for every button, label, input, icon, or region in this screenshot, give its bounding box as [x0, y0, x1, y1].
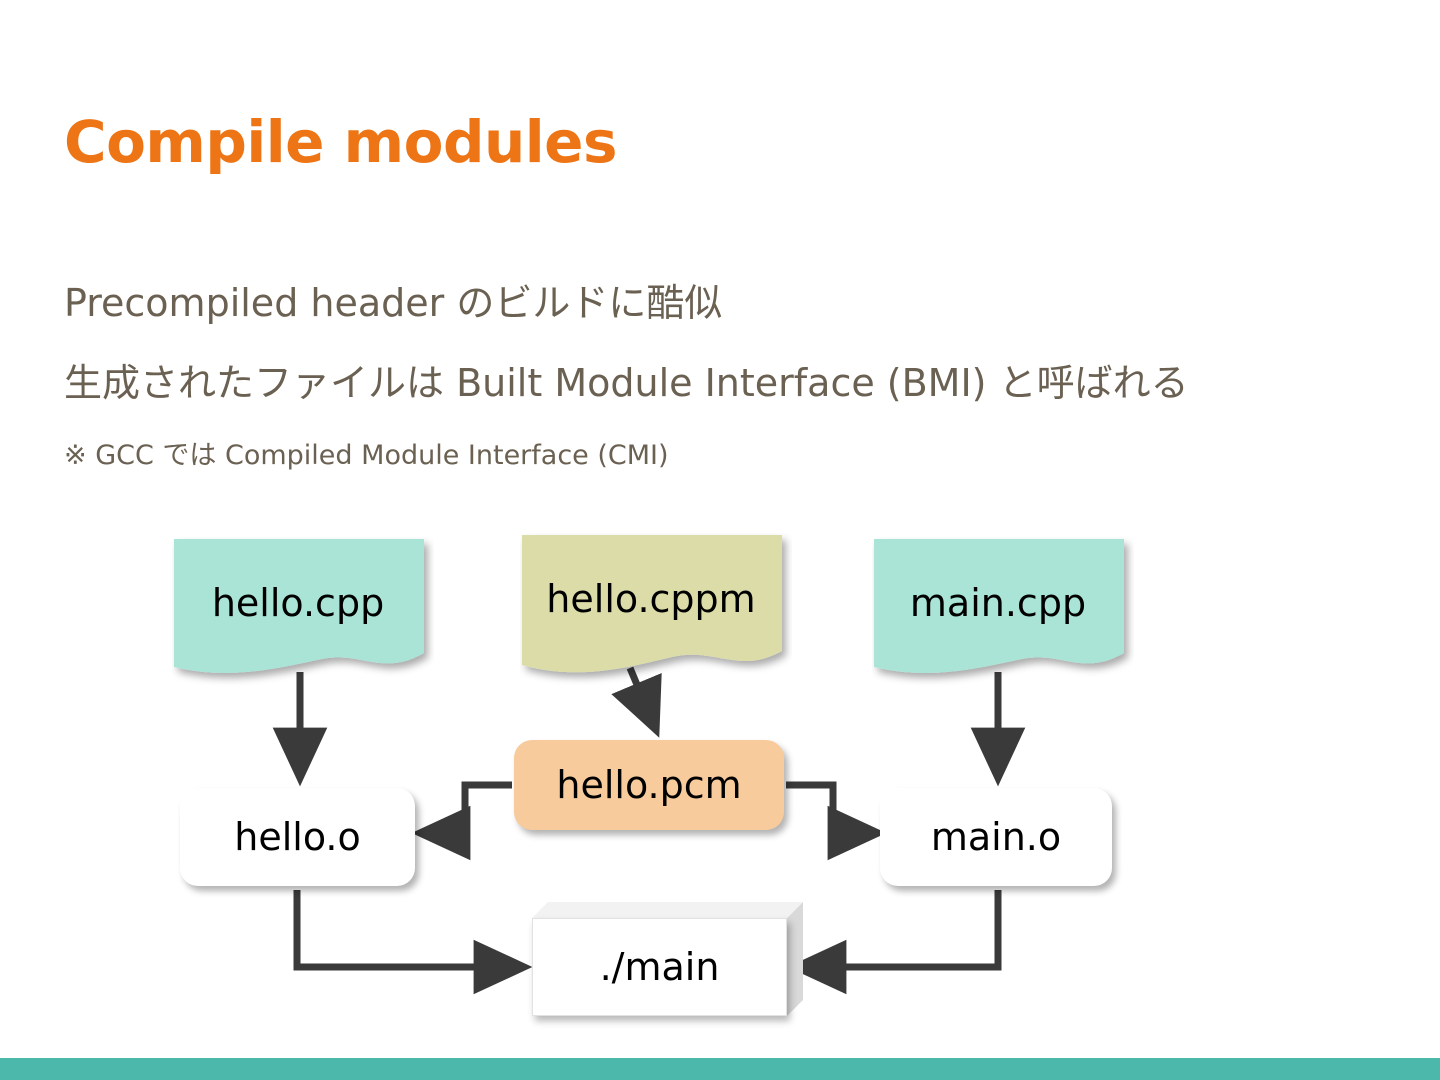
node-hello-pcm-label: hello.pcm [556, 763, 742, 807]
box3d-top-face [532, 902, 803, 918]
page-title: Compile modules [64, 108, 618, 176]
node-hello-pcm[interactable]: hello.pcm [514, 740, 784, 830]
edge-hellopcm-to-helloo [411, 781, 512, 861]
body-line-2: 生成されたファイルは Built Module Interface (BMI) … [64, 361, 1189, 405]
node-main-exe[interactable]: ./main [532, 902, 803, 1016]
node-main-cpp[interactable]: main.cpp [872, 537, 1124, 677]
node-hello-cpp[interactable]: hello.cpp [172, 537, 424, 677]
node-main-exe-label: ./main [599, 945, 720, 989]
body-line-1: Precompiled header のビルドに酷似 [64, 281, 723, 325]
edge-hellopcm-to-maino [786, 781, 887, 861]
edge-helloo-to-main [293, 890, 533, 995]
node-hello-cppm[interactable]: hello.cppm [520, 533, 782, 673]
node-hello-o-label: hello.o [234, 815, 361, 859]
node-main-cpp-label: main.cpp [909, 581, 1087, 625]
node-hello-o[interactable]: hello.o [180, 788, 415, 886]
box3d-side-face [787, 902, 803, 1016]
body-line-3-note: ※ GCC では Compiled Module Interface (CMI) [64, 440, 669, 471]
node-hello-cpp-label: hello.cpp [211, 581, 385, 625]
node-main-o[interactable]: main.o [880, 788, 1112, 886]
node-main-o-label: main.o [930, 815, 1062, 859]
footer-bar [0, 1058, 1440, 1080]
node-hello-cppm-label: hello.cppm [546, 577, 756, 621]
box3d-front-face: ./main [532, 918, 787, 1016]
edge-maino-to-main [787, 890, 1002, 995]
